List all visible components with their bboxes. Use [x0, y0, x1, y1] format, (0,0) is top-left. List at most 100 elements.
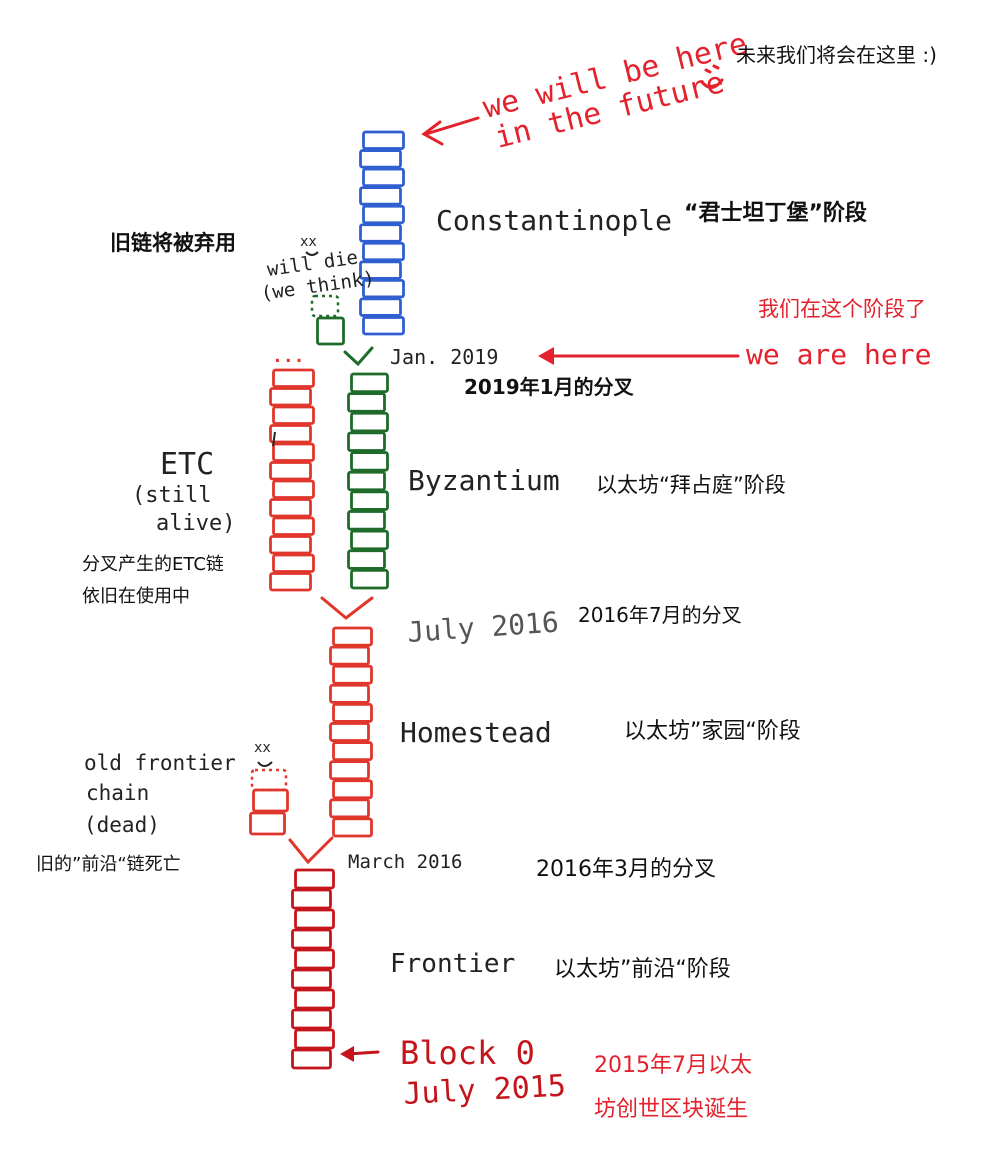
byzantium-block: [350, 529, 389, 551]
etc-block: [269, 498, 312, 518]
etc-block-chain: [269, 368, 315, 592]
etc-hand-line-3: alive): [156, 511, 235, 536]
frontier-block: [291, 1048, 332, 1070]
homestead-block: [329, 722, 370, 742]
genesis-hand-line-1: Block 0: [400, 1034, 535, 1072]
etc-block: [269, 461, 312, 481]
constantinople-block: [359, 260, 402, 280]
frontier-block: [291, 1008, 332, 1030]
frontier-block: [294, 868, 335, 890]
fork-2016-july-cn-label: 2016年7月的分叉: [578, 603, 742, 627]
old-frontier-hand-line-1: old frontier: [84, 751, 236, 775]
constantinople-hand-label: Constantinople: [436, 204, 672, 237]
frontier-block: [294, 948, 335, 970]
dead-face-icon-frontier: [257, 761, 273, 767]
homestead-block: [332, 741, 373, 762]
etc-block: [272, 405, 315, 425]
homestead-block: [332, 664, 373, 685]
frontier-block: [294, 988, 335, 1010]
constantinople-block: [362, 241, 405, 262]
etc-cn-line-1: 分叉产生的ETC链: [82, 554, 224, 575]
abandoned-dead-mark: xx: [300, 234, 317, 250]
byzantium-block: [350, 568, 389, 590]
homestead-hand-label: Homestead: [400, 716, 552, 749]
dead-block-frontier: [250, 768, 288, 792]
etc-hand-line-1: ETC: [160, 447, 214, 482]
frontier-block: [291, 928, 332, 950]
future-cn-label: 未来我们将会在这里 :): [736, 43, 937, 67]
old-chain-stub-blocks: [316, 316, 345, 346]
constantinople-block: [359, 149, 402, 169]
frontier-block: [294, 1028, 335, 1050]
fork-2016-july-hand-label: July 2016: [406, 605, 560, 649]
homestead-block: [332, 626, 373, 647]
homestead-block: [329, 645, 370, 666]
homestead-block-chain: [329, 626, 373, 838]
constantinople-block-chain: [359, 130, 405, 336]
constantinople-block: [359, 223, 402, 243]
frontier-cn-label: 以太坊”前沿“阶段: [554, 957, 731, 982]
etc-block: [269, 424, 312, 444]
old-frontier-block: [249, 811, 286, 836]
homestead-block: [329, 760, 370, 781]
constantinople-block: [359, 186, 402, 206]
byzantium-block: [347, 392, 386, 413]
old-frontier-hand-line-3: (dead): [84, 813, 160, 837]
we-are-here-arrowhead: [538, 347, 554, 365]
genesis-cn-line-1: 2015年7月以太: [594, 1053, 752, 1078]
byzantium-block: [350, 490, 389, 511]
fork-2016-march-cn-label: 2016年3月的分叉: [536, 857, 716, 882]
byzantium-hand-label: Byzantium: [408, 464, 560, 497]
byzantium-block: [350, 372, 389, 394]
homestead-block: [332, 817, 373, 838]
byzantium-block: [347, 549, 386, 570]
frontier-hand-label: Frontier: [390, 949, 515, 979]
etc-hand-line-2: (still: [132, 483, 211, 508]
constantinople-cn-label: “君士坦丁堡”阶段: [684, 200, 867, 226]
etc-block: [272, 516, 315, 536]
old-chain-stub-block: [316, 316, 345, 346]
etc-cn-line-2: 依旧在使用中: [82, 586, 190, 607]
constantinople-block: [362, 130, 405, 150]
etc-block: [272, 442, 315, 462]
byzantium-block: [347, 510, 386, 531]
frontier-block: [291, 968, 332, 990]
genesis-cn-line-2: 坊创世区块诞生: [594, 1097, 748, 1122]
byzantium-block: [347, 431, 386, 452]
constantinople-block: [362, 204, 405, 225]
homestead-block: [332, 702, 373, 723]
constantinople-block: [362, 167, 405, 188]
genesis-arrowhead: [340, 1046, 354, 1062]
constantinople-block: [359, 297, 402, 317]
old-frontier-hand-line-2: chain: [86, 781, 149, 805]
dead-face-icon-top: [305, 251, 319, 256]
we-are-here-cn-label: 我们在这个阶段了: [758, 297, 926, 321]
smiley-icon: [700, 64, 724, 89]
fork-2019-cn-label: 2019年1月的分叉: [464, 375, 635, 399]
old-frontier-cn-label: 旧的”前沿“链死亡: [36, 854, 181, 875]
byzantium-block: [350, 451, 389, 472]
we-are-here-hand-label: we are here: [746, 338, 931, 371]
fork-mark-2016-july: [320, 596, 374, 620]
fork-2019-hand-label: Jan. 2019: [390, 345, 498, 369]
fork-2016-march-hand-label: March 2016: [348, 851, 462, 873]
fork-mark-2019: [343, 346, 374, 367]
byzantium-block: [347, 470, 386, 492]
constantinople-block: [362, 278, 405, 299]
etc-block: [272, 553, 315, 573]
homestead-cn-label: 以太坊”家园“阶段: [624, 719, 801, 744]
homestead-block: [329, 798, 370, 819]
fork-mark-2016-march: [288, 836, 334, 865]
byzantium-block: [350, 411, 389, 433]
etc-block: [272, 368, 315, 388]
homestead-block: [329, 683, 370, 704]
future-arrow: [421, 116, 480, 146]
etc-block: [269, 535, 312, 555]
constantinople-block: [362, 316, 405, 336]
old-frontier-dead-mark: xx: [254, 740, 271, 756]
genesis-hand-line-2: July 2015: [403, 1069, 567, 1112]
byzantium-block-chain: [347, 372, 389, 590]
etc-dots: ...: [272, 346, 305, 367]
byzantium-cn-label: 以太坊“拜占庭”阶段: [596, 473, 786, 497]
